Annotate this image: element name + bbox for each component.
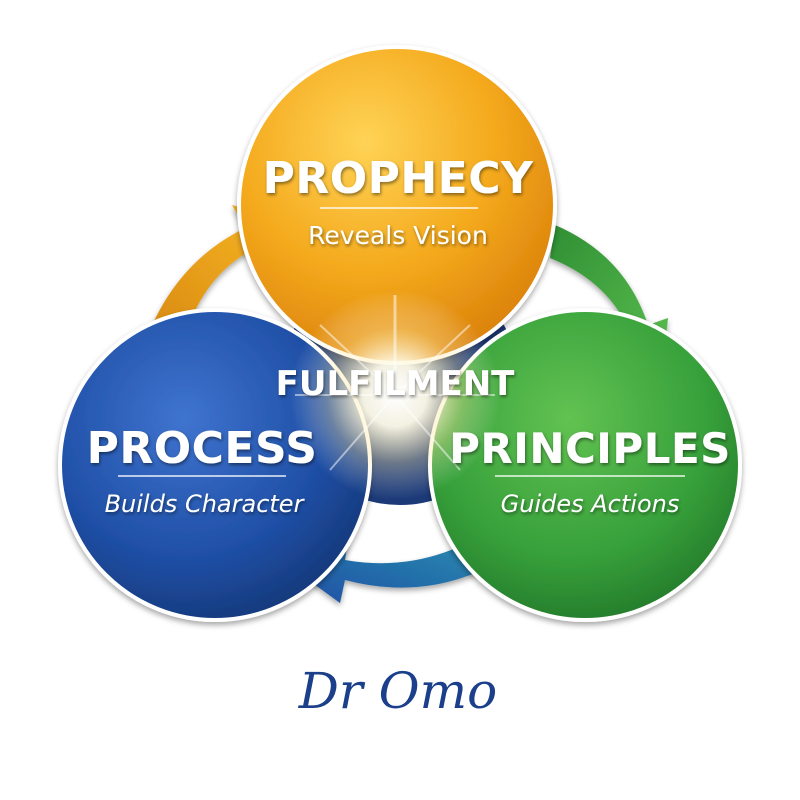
process-title: PROCESS — [87, 423, 318, 474]
prophecy-subtitle: Reveals Vision — [308, 221, 488, 250]
principles-subtitle: Guides Actions — [501, 490, 680, 518]
principles-title: PRINCIPLES — [449, 424, 731, 473]
light-rays — [295, 295, 495, 471]
process-subtitle: Builds Character — [105, 490, 306, 518]
signature: Dr Omo — [298, 662, 497, 720]
prophecy-title: PROPHECY — [263, 153, 534, 204]
center-label: FULFILMENT — [276, 364, 516, 404]
